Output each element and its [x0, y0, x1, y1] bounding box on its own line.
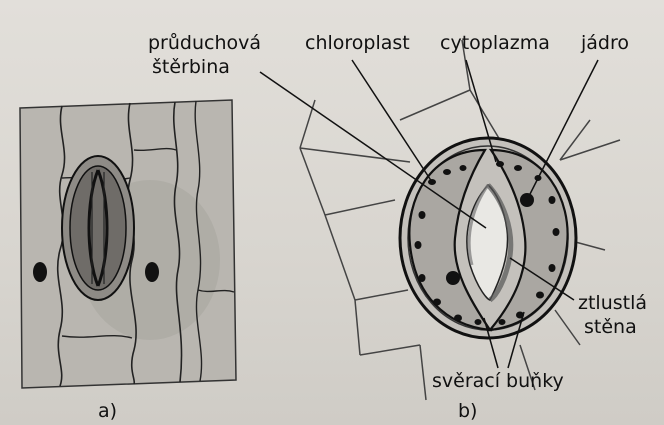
label-thickened-wall-line2: stěna [584, 316, 637, 338]
panel-b-stoma [260, 40, 620, 400]
caption-b: b) [458, 400, 477, 422]
nucleus-right [145, 262, 159, 282]
label-cytoplasm: cytoplazma [440, 32, 550, 54]
label-nucleus: jádro [581, 32, 629, 54]
label-thickened-wall-line1: ztlustlá [578, 292, 647, 314]
panel-a-epidermis [20, 100, 236, 388]
nucleus-right-guard [520, 193, 534, 207]
label-guard-cells: svěrací buňky [432, 370, 564, 392]
label-stomatal-pore-line1: průduchová [148, 32, 261, 54]
nucleus-left-guard [446, 271, 460, 285]
caption-a: a) [98, 400, 117, 422]
label-stomatal-pore-line2: štěrbina [152, 56, 230, 78]
label-chloroplast: chloroplast [305, 32, 410, 54]
nucleus-left [33, 262, 47, 282]
